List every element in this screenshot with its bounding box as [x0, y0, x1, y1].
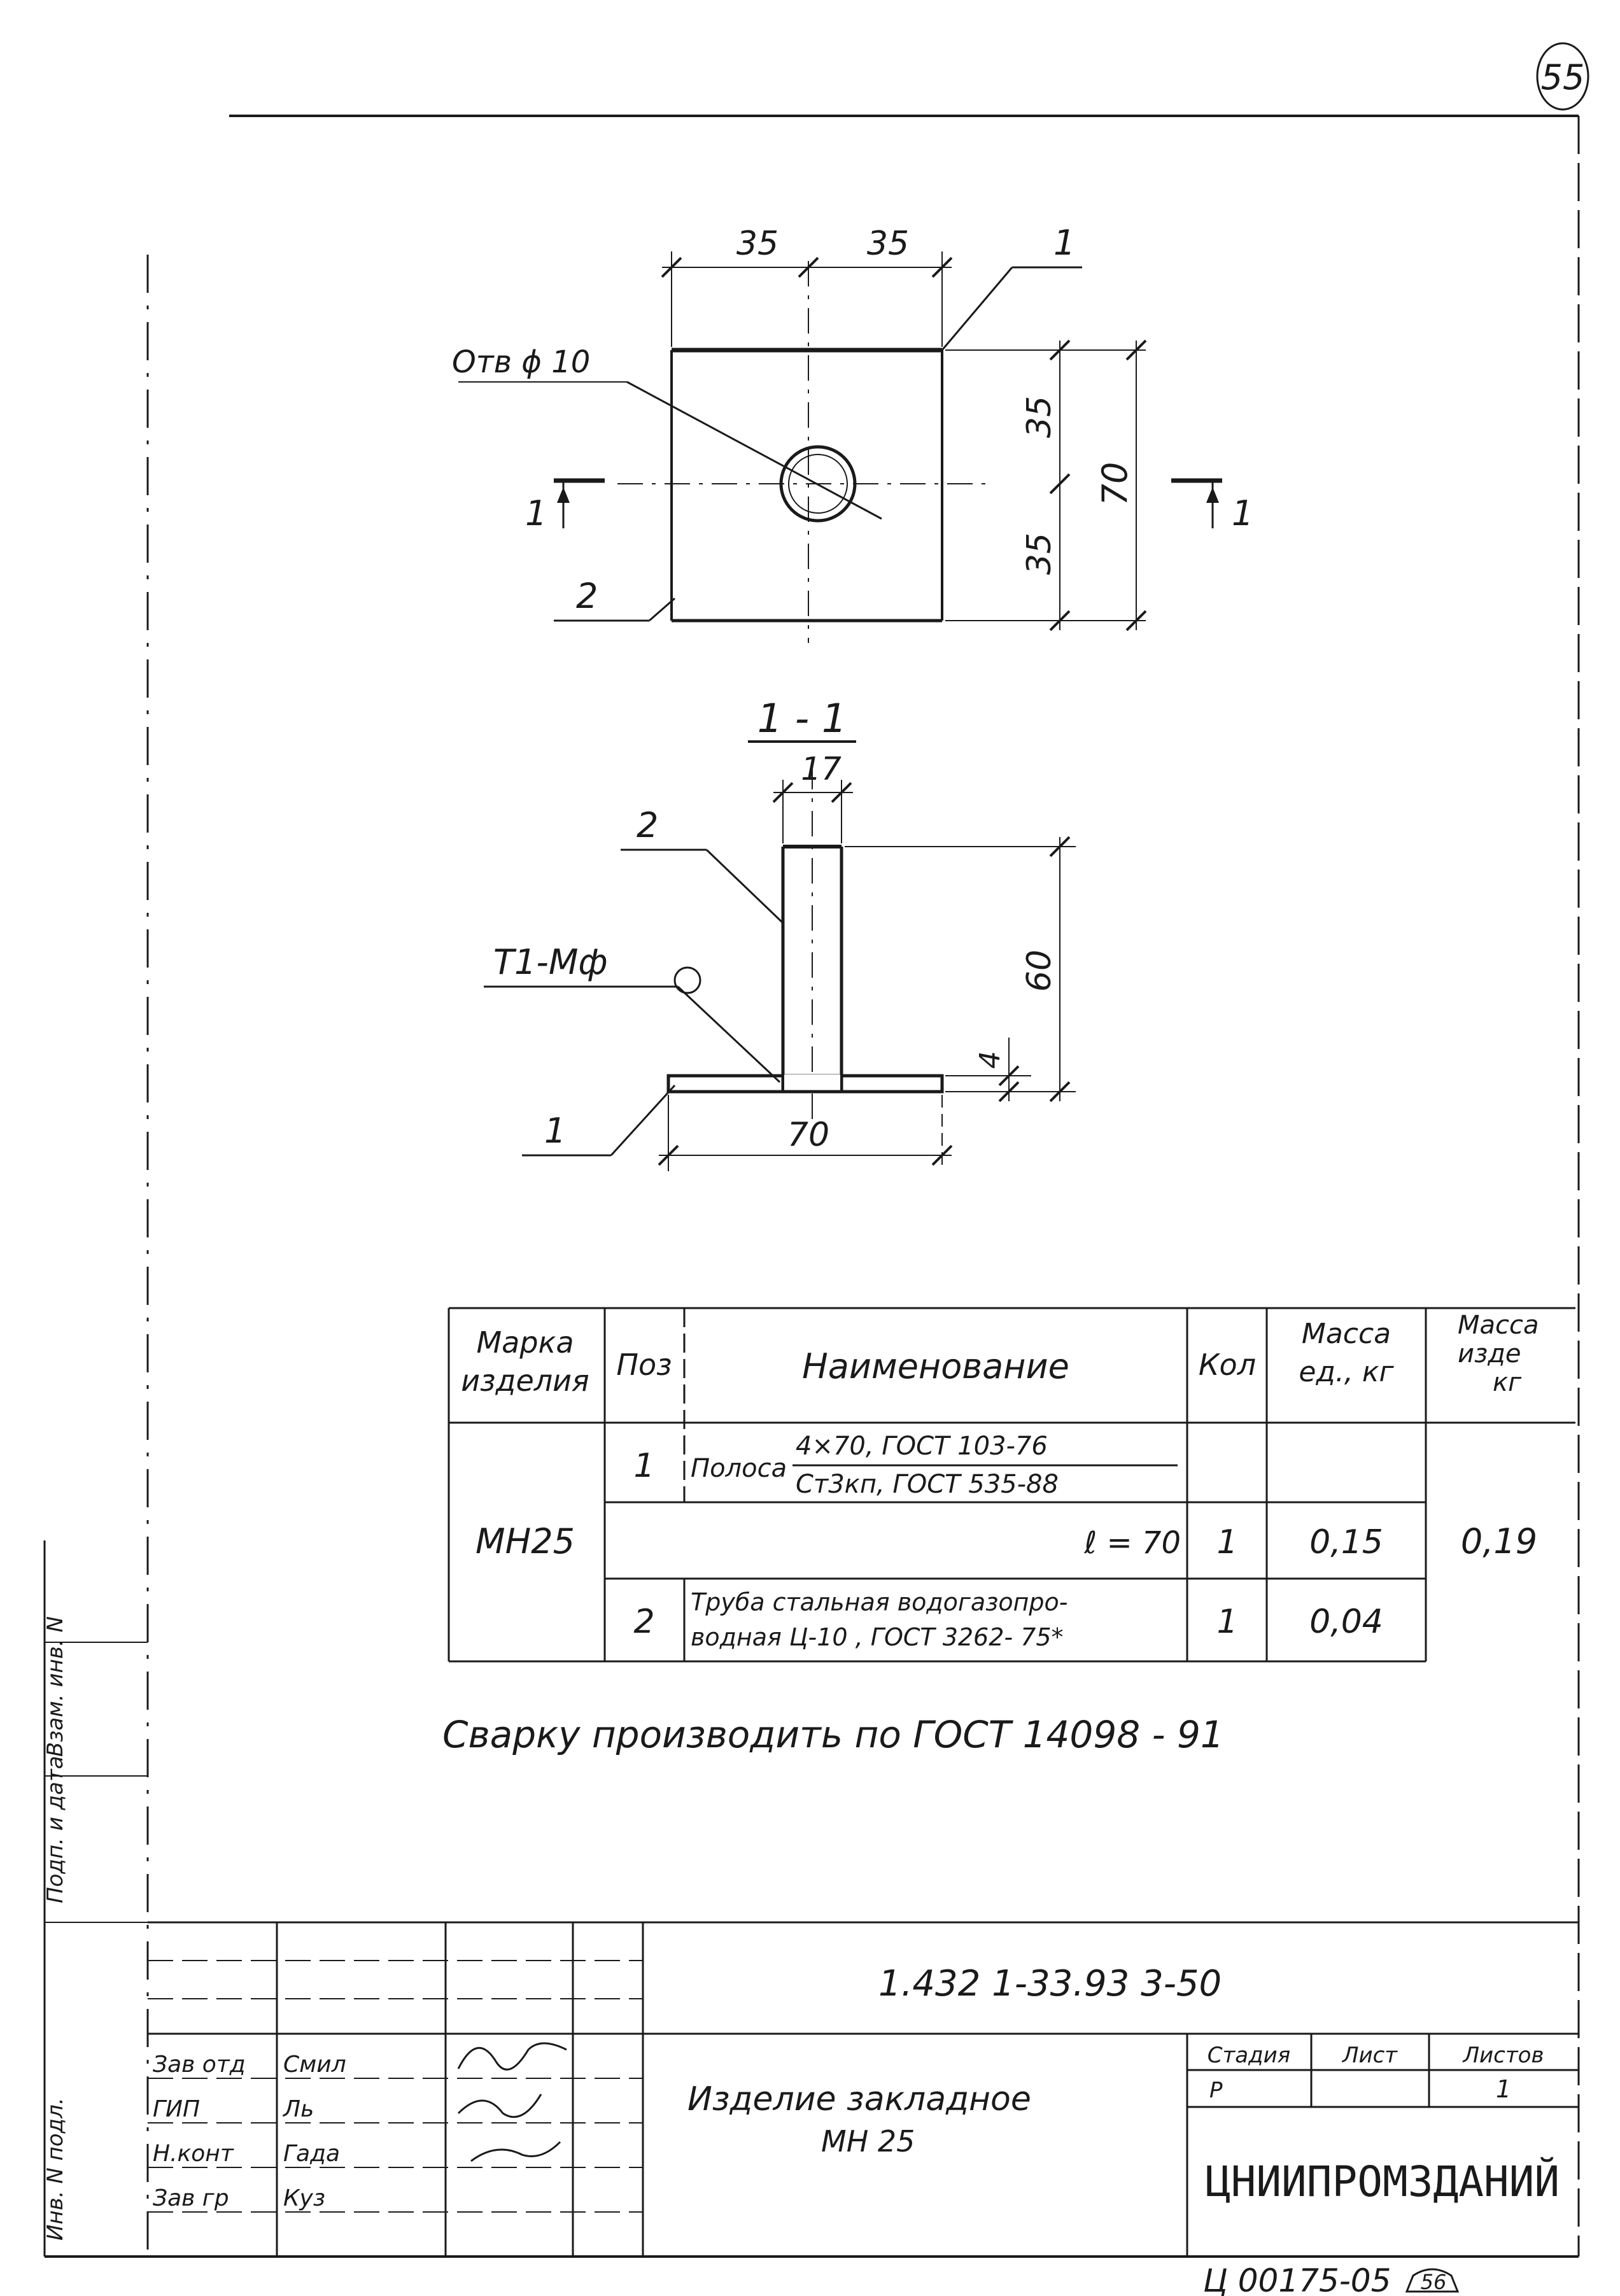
svg-text:Листов: Листов [1462, 2043, 1544, 2068]
weld-note: Сварку производить по ГОСТ 14098 - 91 [442, 1713, 1224, 1756]
svg-text:Ль: Ль [282, 2096, 314, 2122]
dim-height: 60 [1020, 950, 1059, 992]
hole-circle [779, 445, 857, 523]
svg-text:Зав гр: Зав гр [153, 2185, 229, 2211]
svg-text:Полоса: Полоса [691, 1454, 787, 1483]
section-mark-left: 1 [525, 493, 547, 533]
svg-text:1: 1 [633, 1447, 654, 1485]
dim-tube-width: 17 [801, 750, 842, 787]
svg-text:водная Ц-10 , ГОСТ 3262- 75*: водная Ц-10 , ГОСТ 3262- 75* [691, 1623, 1064, 1651]
svg-text:Гада: Гада [283, 2141, 340, 2167]
svg-text:кг: кг [1493, 1368, 1522, 1397]
section-callout-1: 1 [544, 1111, 566, 1151]
svg-text:Взам. инв. N: Взам. инв. N [43, 1616, 68, 1757]
margin-labels: Инв. N подл. Подп. и дата Взам. инв. N [43, 1616, 68, 2241]
svg-text:Р: Р [1209, 2078, 1223, 2103]
dim-plate-thickness: 4 [974, 1051, 1006, 1069]
svg-text:Зав отд: Зав отд [153, 2052, 246, 2078]
svg-text:ед., кг: ед., кг [1299, 1356, 1394, 1388]
organization: ЦНИИПРОМЗДАНИЙ [1206, 2157, 1560, 2206]
section-view: 1 - 1 17 60 4 70 2 [484, 695, 1076, 1171]
archive-number: Ц 00175-05 [1203, 2262, 1391, 2296]
dim-top-left: 35 [736, 225, 778, 263]
svg-text:ℓ = 70: ℓ = 70 [1083, 1525, 1181, 1561]
dim-top-right: 35 [867, 225, 909, 263]
svg-text:0,04: 0,04 [1309, 1603, 1383, 1641]
svg-text:Масса: Масса [1302, 1318, 1391, 1350]
plan-view: 35 35 35 35 70 Отв ϕ 10 1 2 1 1 [452, 223, 1253, 643]
svg-text:Поз: Поз [616, 1348, 672, 1382]
svg-text:ГИП: ГИП [153, 2096, 200, 2122]
svg-text:Ст3кп, ГОСТ 535-88: Ст3кп, ГОСТ 535-88 [796, 1470, 1059, 1499]
sheet-frame [43, 115, 1580, 2258]
svg-text:Лист: Лист [1341, 2043, 1398, 2068]
svg-text:Наименование: Наименование [802, 1346, 1069, 1386]
svg-text:1: 1 [1496, 2075, 1511, 2103]
svg-text:изде: изде [1458, 1339, 1521, 1369]
svg-text:Масса: Масса [1458, 1311, 1539, 1340]
svg-text:0,15: 0,15 [1309, 1523, 1383, 1561]
hole-label: Отв ϕ 10 [452, 344, 590, 380]
svg-text:Стадия: Стадия [1208, 2043, 1290, 2068]
svg-text:Труба стальная водогазопро-: Труба стальная водогазопро- [691, 1588, 1068, 1616]
svg-text:Н.конт: Н.конт [153, 2141, 234, 2167]
drawing-mark: МН 25 [821, 2124, 915, 2159]
plan-callout-1: 1 [1053, 223, 1075, 263]
svg-text:Подп. и дата: Подп. и дата [43, 1756, 68, 1903]
section-title: 1 - 1 [757, 695, 847, 742]
mass-item-value: 0,19 [1461, 1521, 1537, 1561]
svg-text:Марка: Марка [476, 1325, 574, 1360]
section-callout-2: 2 [637, 805, 658, 845]
dim-width: 70 [787, 1116, 829, 1154]
mark-value: МН25 [475, 1521, 575, 1561]
spec-table: Марка изделия Поз Наименование Кол Масса… [447, 1307, 1575, 1663]
drawing-title: Изделие закладное [687, 2080, 1031, 2118]
section-mark-right: 1 [1232, 493, 1253, 533]
svg-text:55: 55 [1541, 57, 1585, 97]
svg-text:4×70, ГОСТ 103-76: 4×70, ГОСТ 103-76 [796, 1432, 1048, 1461]
svg-text:56: 56 [1421, 2270, 1447, 2294]
dim-right-bottom: 35 [1020, 533, 1059, 575]
svg-text:Инв. N подл.: Инв. N подл. [43, 2097, 68, 2241]
dim-overall: 70 [1095, 462, 1135, 506]
svg-text:Кол: Кол [1199, 1348, 1256, 1382]
page-number: 55 [1536, 42, 1589, 111]
svg-text:2: 2 [633, 1603, 654, 1641]
svg-text:Смил: Смил [283, 2052, 346, 2078]
dim-right-top: 35 [1020, 396, 1059, 438]
svg-text:1: 1 [1216, 1523, 1237, 1561]
weld-label: Т1-Мф [493, 942, 608, 982]
document-code: 1.432 1-33.93 3-50 [878, 1963, 1222, 2004]
plan-callout-2: 2 [576, 576, 598, 616]
next-page-number: 56 [1405, 2268, 1460, 2294]
svg-text:Куз: Куз [283, 2185, 325, 2211]
svg-text:1: 1 [1216, 1603, 1237, 1641]
title-block: 1.432 1-33.93 3-50 Изделие закладное МН … [148, 1921, 1579, 2257]
svg-text:изделия: изделия [461, 1363, 589, 1398]
